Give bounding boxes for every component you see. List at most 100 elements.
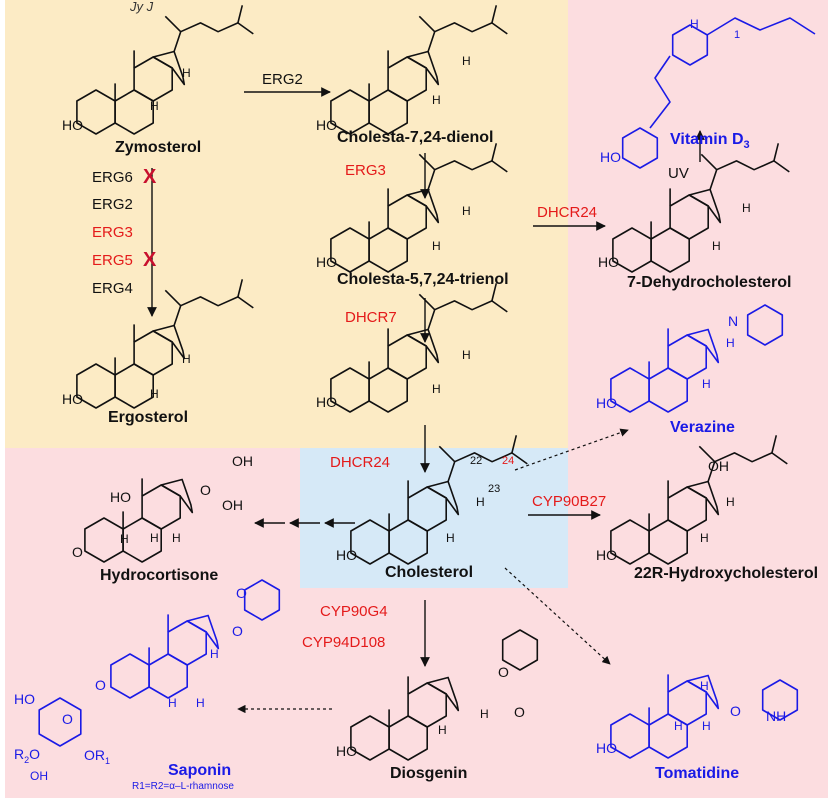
r2-sub: 2 bbox=[24, 754, 30, 765]
compound-verazine: Verazine bbox=[670, 419, 735, 436]
mol-dhcr7product-methyl bbox=[418, 293, 436, 311]
atom-ho-zymosterol: HO bbox=[62, 117, 83, 133]
enzyme-erg4: ERG4 bbox=[92, 280, 133, 297]
cholesterol-highlight bbox=[300, 448, 568, 588]
mol-zymosterol-side-chain bbox=[173, 22, 254, 52]
atom-h-sap-2: H bbox=[196, 696, 205, 710]
carbon-23: 23 bbox=[488, 483, 501, 495]
atom-o-saponin-link: O bbox=[95, 677, 106, 693]
atom-ho-verazine: HO bbox=[596, 395, 617, 411]
atom-h-dhcr7-2: H bbox=[432, 382, 441, 396]
mol-dehydro-ring-d bbox=[688, 188, 722, 224]
atom-or1-saponin: OR1 bbox=[84, 748, 110, 766]
enzyme-erg3-left: ERG3 bbox=[92, 224, 133, 241]
mol-cholesterol-methyl bbox=[438, 445, 456, 463]
enzyme-cyp90b27: CYP90B27 bbox=[532, 493, 607, 510]
mol-ergosterol-methyl-end bbox=[237, 279, 244, 298]
mol-saponin-ring-d bbox=[186, 614, 220, 650]
arrow-cholesterol-to-tomatidine bbox=[504, 567, 611, 665]
atom-oh-saponin-bottom: OH bbox=[30, 769, 48, 783]
compound-cholesterol: Cholesterol bbox=[385, 564, 474, 581]
enzyme-uv: UV bbox=[668, 165, 689, 182]
mol-vitd3-side-chain bbox=[706, 17, 816, 36]
mol-vitd3-ring-a bbox=[621, 127, 659, 169]
enzyme-cyp94d108: CYP94D108 bbox=[302, 634, 386, 651]
compound-zymosterol: Zymosterol bbox=[115, 139, 202, 156]
mol-cholesta5724-methyl-end bbox=[491, 143, 498, 162]
atom-ho-dehydro: HO bbox=[598, 254, 619, 270]
enzyme-dhcr24-top: DHCR24 bbox=[537, 204, 598, 221]
compound-ergosterol: Ergosterol bbox=[108, 409, 189, 426]
mol-hydrocortisone-ring-d bbox=[160, 478, 194, 514]
enzyme-erg6: ERG6 bbox=[92, 169, 133, 186]
r2-text: R bbox=[14, 746, 25, 762]
enzyme-erg5: ERG5 bbox=[92, 252, 133, 269]
atom-h-toma-3: H bbox=[674, 719, 683, 733]
compound-cholesta-7-24-dienol: Cholesta-7,24-dienol bbox=[337, 129, 494, 146]
atom-ho-cholesta5724: HO bbox=[316, 254, 337, 270]
atom-h-5724-2: H bbox=[432, 239, 441, 253]
atom-h-hc-1: H bbox=[120, 532, 129, 546]
compound-22r-hydroxycholesterol: 22R-Hydroxycholesterol bbox=[634, 565, 819, 582]
mol-dhcr7product-ring-d bbox=[406, 328, 440, 364]
atom-h-chol-1: H bbox=[476, 495, 485, 509]
atom-ho-saponin: HO bbox=[14, 691, 35, 707]
enzyme-erg3-mid: ERG3 bbox=[345, 162, 386, 179]
mol-diosgenin-spiro bbox=[501, 629, 539, 671]
or1-text: OR bbox=[84, 747, 105, 763]
mol-verazine-ring-d bbox=[686, 328, 720, 364]
mol-cholesta5724-methyl bbox=[418, 153, 436, 171]
atom-o-hydrocortisone: O bbox=[72, 544, 83, 560]
atom-h-ergo-2: H bbox=[150, 387, 159, 401]
r2-o-text: O bbox=[29, 746, 41, 762]
enzyme-dhcr24-mid: DHCR24 bbox=[330, 454, 391, 471]
mol-verazine-ring bbox=[746, 304, 784, 346]
mol-dhcr7product-methyl-end bbox=[491, 283, 498, 302]
header-fragment: Jy J bbox=[130, 0, 154, 14]
atom-h-vitd3: H bbox=[690, 17, 699, 31]
atom-h-22r-1: H bbox=[726, 495, 735, 509]
atom-h-22r-2: H bbox=[700, 531, 709, 545]
mol-ergosterol-ring-d bbox=[152, 324, 186, 360]
compound-diosgenin: Diosgenin bbox=[390, 765, 468, 782]
vitamin-d3-label: Vitamin D bbox=[670, 131, 744, 148]
atom-h-dios-1: H bbox=[438, 723, 447, 737]
mol-tomatidine-piperidine bbox=[761, 679, 799, 721]
atom-n-verazine: N bbox=[728, 313, 739, 329]
compound-7-dehydrocholesterol: 7-Dehydrocholesterol bbox=[627, 274, 792, 291]
vitamin-d3-subscript: 3 bbox=[743, 139, 750, 152]
atom-h-dios-2: H bbox=[480, 707, 489, 721]
atom-h-toma-2: H bbox=[702, 719, 711, 733]
arrow-cholesterol-to-verazine bbox=[514, 428, 629, 471]
mol-cholesta5724-side-chain bbox=[427, 160, 508, 190]
atom-o-diosgenin-1: O bbox=[498, 664, 509, 680]
or1-sub: 1 bbox=[105, 755, 111, 766]
mol-cholesta5724-ring-d bbox=[406, 188, 440, 224]
blocked-x-erg6: X bbox=[143, 166, 157, 188]
atom-ho-vitd3: HO bbox=[600, 149, 621, 165]
enzyme-cyp90g4: CYP90G4 bbox=[320, 603, 388, 620]
mol-ergosterol-methyl bbox=[164, 289, 182, 307]
atom-ho-hydrocortisone: HO bbox=[110, 489, 131, 505]
atom-h-5724-1: H bbox=[462, 204, 471, 218]
mol-cholesterol-methyl-end bbox=[511, 435, 518, 454]
mol-zymosterol-methyl-end bbox=[237, 5, 244, 24]
enzyme-erg2-top: ERG2 bbox=[262, 71, 303, 88]
carbon-22: 22 bbox=[470, 455, 483, 467]
atom-ho-ergosterol: HO bbox=[62, 391, 83, 407]
yellow-region bbox=[5, 0, 568, 448]
mol-22r-methyl-end bbox=[771, 435, 778, 454]
atom-o-hydrocortisone-ketone: O bbox=[200, 482, 211, 498]
mol-saponin-spiro bbox=[243, 579, 281, 621]
atom-ho-diosgenin: HO bbox=[336, 743, 357, 759]
mol-tomatidine-ring-d bbox=[686, 674, 720, 710]
atom-ho-cholesterol: HO bbox=[336, 547, 357, 563]
mol-dhcr7product-side-chain bbox=[427, 300, 508, 330]
mol-dehydro-methyl-end bbox=[773, 143, 780, 162]
atom-h-724-2: H bbox=[432, 93, 441, 107]
enzyme-erg2-left: ERG2 bbox=[92, 196, 133, 213]
compound-hydrocortisone: Hydrocortisone bbox=[100, 567, 219, 584]
